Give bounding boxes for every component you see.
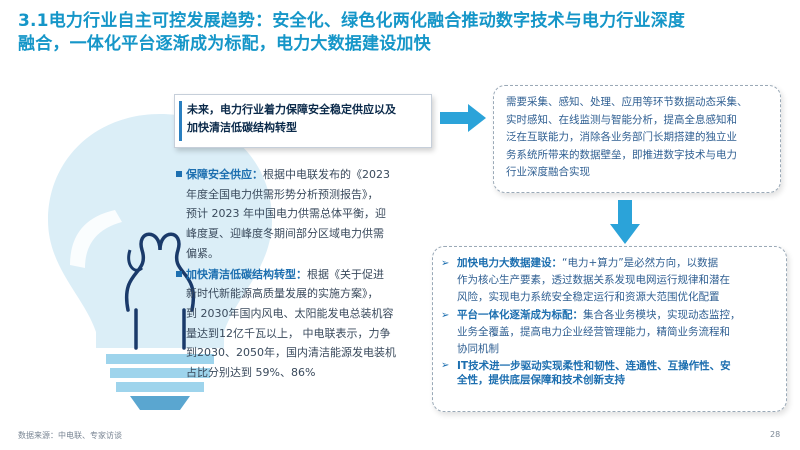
point-text: 偏紧。 [186,246,219,260]
arrow-down-icon [610,200,640,244]
item-heading: IT技术进一步驱动实现柔性和韧性、连通性、互操作性、安 [457,360,731,372]
point-clean-transition: 加快清洁低碳结构转型：根据《关于促进 新时代新能源高质量发展的实施方案》， 到 … [176,265,418,383]
point-heading: 加快清洁低碳结构转型： [186,267,307,281]
lightbulb-illustration [48,114,272,410]
data-source-note: 数据来源：中电联、专家访谈 [18,431,122,440]
top-right-line: 务系统所带来的数据壁垒，即推进数字技术与电力 [506,148,737,161]
chevron-right-icon: ➢ [441,310,450,321]
point-text: 量达到12亿千瓦以上， 中电联表示，力争 [186,326,391,340]
point-text: 年度全国电力供需形势分析预测报告》， [186,187,379,201]
point-text: 到 2030年国内风电、太阳能发电总装机容 [186,306,394,320]
top-right-line: 实时感知、在线监测与智能分析，提高全息感知和 [506,113,737,126]
top-right-line: 泛在互联能力，消除各业务部门长期搭建的独立业 [506,131,737,143]
list-item-it-tech: ➢ IT技术进一步驱动实现柔性和韧性、连通性、互操作性、安 全性，提供底层保障和… [441,359,776,387]
left-points: 保障安全供应：根据中电联发布的《2023 年度全国电力供需形势分析预测报告》， … [176,165,418,384]
chevron-right-icon: ➢ [441,258,450,269]
page-number: 28 [770,430,781,439]
point-text: 峰度夏、迎峰度冬期间部分区域电力供需 [186,227,384,241]
point-heading: 保障安全供应： [186,168,263,181]
arrow-right-icon [440,104,486,132]
point-text: 占比分别达到 59%、86% [186,366,316,380]
point-security-supply: 保障安全供应：根据中电联发布的《2023 年度全国电力供需形势分析预测报告》， … [176,165,418,264]
square-bullet-icon [176,270,182,277]
point-text: 根据中电联发布的《2023 [263,168,390,181]
list-item-platform: ➢ 平台一体化逐渐成为标配：集合各业务模块，实现动态监控， 业务全覆盖，提高电力… [441,307,776,358]
point-text: 到2030、2050年，国内清洁能源发电装机 [186,346,396,360]
item-text: 全性，提供底层保障和技术创新支持 [457,374,625,386]
item-text: 集合各业务模块，实现动态监控， [583,309,741,321]
item-text: 协同机制 [457,343,499,355]
item-heading: 加快电力大数据建设： [457,257,562,269]
item-text: 业务全覆盖，提高电力企业经营管理能力，精简业务流程和 [457,326,730,338]
callout-accent-bar [179,101,182,141]
square-bullet-icon [176,171,182,177]
top-right-box: 需要采集、感知、处理、应用等环节数据动态采集、 实时感知、在线监测与智能分析，提… [493,85,781,193]
point-text: 预计 2023 年中国电力供需总体平衡，迎 [186,207,386,221]
point-text: 根据《关于促进 [307,267,384,281]
callout-line-1: 未来，电力行业着力保障安全稳定供应以及 [187,103,396,116]
bottom-right-box: ➢ 加快电力大数据建设：“电力+算力”是必然方向，以数据 作为核心生产要素，透过… [432,246,787,412]
item-text: 风险，实现电力系统安全稳定运行和资源大范围优化配置 [457,291,720,303]
top-right-line: 行业深度融合实现 [506,166,590,178]
point-text: 新时代新能源高质量发展的实施方案》， [186,287,379,301]
item-text: “电力+算力”是必然方向，以数据 [562,257,719,269]
page-title-line-1: 3.1电力行业自主可控发展趋势：安全化、绿色化两化融合推动数字技术与电力行业深度 [18,11,686,31]
chevron-right-icon: ➢ [441,360,450,371]
item-text: 作为核心生产要素，透过数据关系发现电网运行规律和潜在 [457,274,730,286]
top-right-line: 需要采集、感知、处理、应用等环节数据动态采集、 [506,96,748,108]
list-item-big-data: ➢ 加快电力大数据建设：“电力+算力”是必然方向，以数据 作为核心生产要素，透过… [441,255,776,306]
callout-box: 未来，电力行业着力保障安全稳定供应以及 加快清洁低碳结构转型 [174,94,432,148]
item-heading: 平台一体化逐渐成为标配： [457,309,583,321]
page-title: 3.1电力行业自主可控发展趋势：安全化、绿色化两化融合推动数字技术与电力行业深度… [18,10,718,56]
page-title-line-2: 融合，一体化平台逐渐成为标配，电力大数据建设加快 [18,34,431,54]
callout-line-2: 加快清洁低碳结构转型 [187,121,297,134]
